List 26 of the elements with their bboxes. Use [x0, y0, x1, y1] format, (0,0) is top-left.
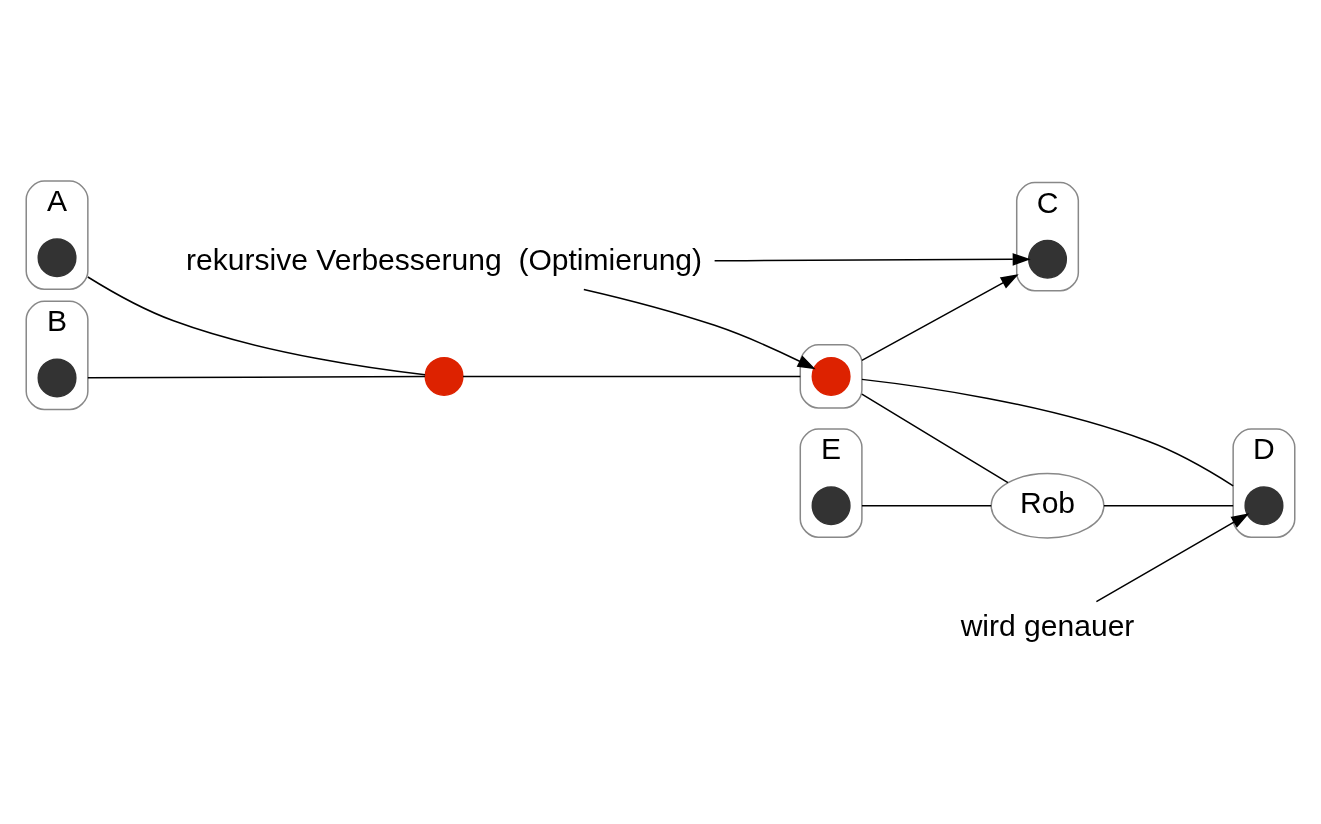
node-ellipse: Rob	[990, 472, 1105, 539]
node-circle	[1244, 485, 1284, 525]
node-circle	[811, 485, 851, 525]
node-circle	[811, 356, 851, 396]
connector	[87, 375, 426, 379]
node-circle	[424, 356, 464, 396]
connector	[861, 392, 1009, 483]
arrow	[1095, 512, 1250, 602]
node-circle	[1028, 239, 1068, 279]
arrow	[861, 273, 1019, 361]
cluster: A	[25, 179, 89, 290]
node-text: wird genauer	[960, 608, 1135, 642]
node-circle	[37, 237, 77, 277]
cluster	[799, 343, 863, 409]
cluster: E	[799, 427, 863, 538]
node-circle	[37, 357, 77, 397]
cluster: B	[25, 300, 89, 410]
connector	[1103, 504, 1234, 506]
cluster: C	[1015, 181, 1080, 291]
connector	[87, 275, 426, 375]
arrow	[713, 252, 1031, 266]
connector	[462, 375, 802, 377]
arrow	[583, 288, 816, 369]
connector	[861, 378, 1234, 487]
connector	[861, 504, 992, 506]
node-text: rekursive Verbesserung (Optimierung)	[186, 242, 703, 276]
